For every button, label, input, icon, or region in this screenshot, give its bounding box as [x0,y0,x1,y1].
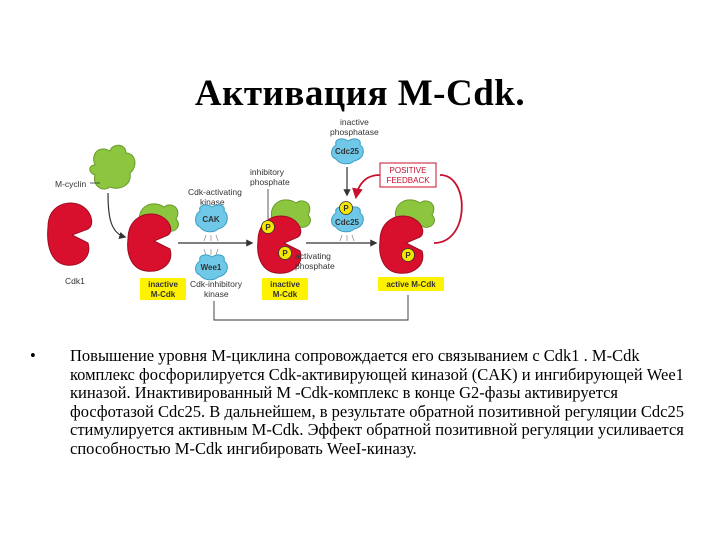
inhibitory-phosphate-line1: inhibitory [250,167,285,177]
m-cyclin-free [89,144,136,190]
cdk-activating-kinase-line1: Cdk-activating [188,187,242,197]
cdc25-activity-rays [339,234,355,242]
active-mcdk-box [378,277,444,291]
cak-enzyme [195,204,228,233]
phosphate-symbol-4: P [405,251,411,260]
inactive-mcdk-2-line2: M-Cdk [273,290,298,299]
wee1-enzyme [195,254,228,281]
cdc25-inactive [331,138,364,165]
active-mcdk-complex [379,199,435,274]
inactive-mcdk-1-line1: inactive [148,280,178,289]
inactive-mcdk-complex-1 [127,203,179,272]
cdk1-label: Cdk1 [65,276,85,286]
phosphate-symbol-2: P [282,249,288,258]
inactive-mcdk-2-line1: inactive [270,280,300,289]
activating-phosphate-circle-1 [278,246,292,260]
cdc25-active-label: Cdc25 [335,218,360,227]
inactive-mcdk-2-box [262,278,308,300]
wee1-label: Wee1 [201,263,222,272]
active-mcdk-label: active M-Cdk [386,280,436,289]
inhibitory-phosphate-circle [261,220,275,234]
m-cyclin-label: M-cyclin [55,179,86,189]
positive-feedback-line1: POSITIVE [390,166,427,175]
bullet-marker: • [30,346,36,365]
cdk-inhibitory-kinase-line1: Cdk-inhibitory [190,279,243,289]
cdk-activating-kinase-line2: kinase [200,197,225,207]
inactive-phosphatase-line1: inactive [340,117,369,127]
cdk1-free [47,202,93,266]
inhibitory-phosphate-line2: phosphate [250,177,290,187]
inactive-mcdk-1-line2: M-Cdk [151,290,176,299]
cak-label: CAK [202,215,220,224]
inactive-phosphatase-line2: phosphatase [330,127,379,137]
bullet-text: Повышение уровня M-циклина сопровождаетс… [70,346,684,458]
positive-feedback-line2: FEEDBACK [386,176,430,185]
activating-phosphate-line1: activating [295,251,331,261]
slide-title: Активация M-Cdk. [194,73,526,114]
m-cdk-activation-diagram: M-cyclin Cdk1 inactive M-Cdk Cdk-activat… [47,117,463,321]
activating-phosphate-circle-2 [401,248,415,262]
cdc25-phosphate-circle [339,201,353,215]
enzyme-activity-rays [203,234,219,256]
phosphate-symbol-1: P [265,223,271,232]
cdk-inhibitory-kinase-line2: kinase [204,289,229,299]
activating-phosphate-line2: phosphate [295,261,335,271]
inactive-mcdk-1-box [140,278,186,300]
cdc25-inactive-label: Cdc25 [335,147,360,156]
phosphate-symbol-3: P [343,204,349,213]
